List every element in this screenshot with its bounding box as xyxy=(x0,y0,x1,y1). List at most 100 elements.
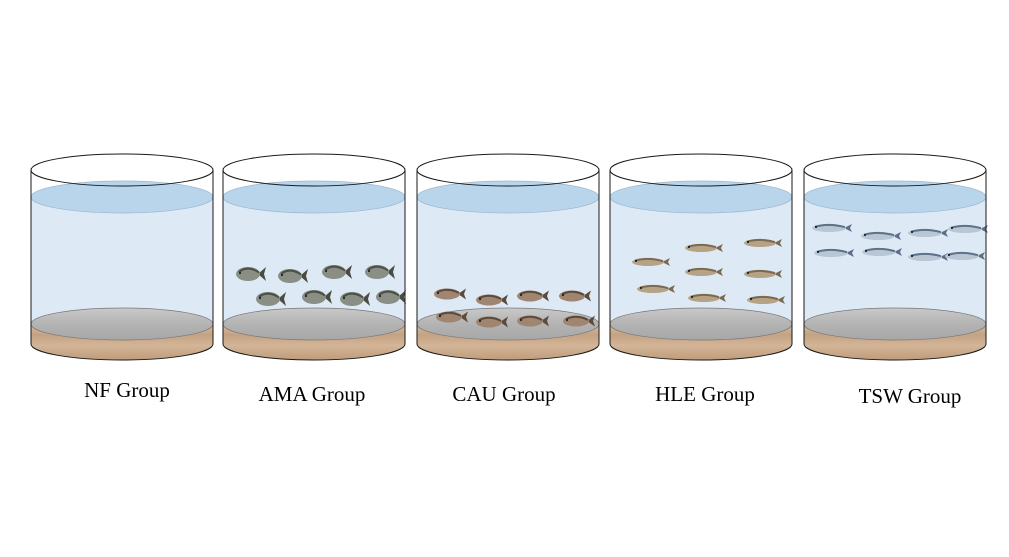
fish-eye xyxy=(687,269,691,273)
fish-eye xyxy=(304,294,308,298)
fish-tail xyxy=(278,292,286,306)
fish-tail xyxy=(387,265,395,279)
fish-icon xyxy=(685,267,723,276)
fish-back xyxy=(438,311,462,317)
fish-back xyxy=(639,284,669,290)
sediment-top xyxy=(609,307,793,341)
fish-icon xyxy=(322,265,352,279)
fish-tail xyxy=(541,290,549,302)
fish-eye xyxy=(478,297,482,301)
fish-back xyxy=(258,292,280,299)
fish-back xyxy=(565,315,589,321)
fish-tail xyxy=(344,265,352,279)
label-tsw-group: TSW Group xyxy=(858,384,962,408)
water-fill xyxy=(804,197,986,324)
fish-tail xyxy=(893,232,901,240)
fish-icon xyxy=(302,290,332,304)
fish-back xyxy=(687,243,717,249)
fish-tail xyxy=(940,229,948,237)
fish-tail xyxy=(715,244,723,252)
tank-nf xyxy=(30,153,214,361)
fish-icon xyxy=(476,316,508,328)
fish-eye xyxy=(746,240,750,244)
fish-back xyxy=(280,269,302,276)
fish-tail xyxy=(583,290,591,302)
tank-rim xyxy=(30,153,214,187)
fish-icon xyxy=(747,295,785,304)
fish-eye xyxy=(280,273,284,277)
fish-eye xyxy=(324,269,328,273)
fish-icon xyxy=(861,231,901,240)
fish-tail xyxy=(977,252,985,260)
fish-eye xyxy=(258,296,262,300)
fish-icon xyxy=(637,284,675,293)
fish-icon xyxy=(559,290,591,302)
fish-tail xyxy=(774,270,782,278)
fish-eye xyxy=(438,314,442,318)
fish-tail xyxy=(777,296,785,304)
water-fill xyxy=(223,197,405,324)
tank-rim xyxy=(222,153,406,187)
fish-icon xyxy=(688,293,726,302)
fish-back xyxy=(947,251,979,257)
fish-back xyxy=(378,290,400,297)
fish-back xyxy=(690,293,720,299)
fish-icon xyxy=(436,311,468,323)
fish-icon xyxy=(256,292,286,306)
fish-icon xyxy=(563,315,595,327)
tank-rim xyxy=(803,153,987,187)
fish-tail xyxy=(458,288,466,300)
fish-tail xyxy=(258,267,266,281)
fish-tail xyxy=(844,224,852,232)
fish-eye xyxy=(863,233,867,237)
fish-icon xyxy=(744,269,782,278)
fish-back xyxy=(863,231,895,237)
fish-back xyxy=(687,267,717,273)
fish-tail xyxy=(774,239,782,247)
fish-eye xyxy=(746,271,750,275)
fish-eye xyxy=(238,271,242,275)
fish-back xyxy=(342,292,364,299)
fish-eye xyxy=(690,295,694,299)
fish-tail xyxy=(715,268,723,276)
label-nf-group: NF Group xyxy=(84,378,170,402)
fish-eye xyxy=(561,293,565,297)
fish-back xyxy=(367,265,389,272)
fish-back xyxy=(814,223,846,229)
fish-icon xyxy=(476,294,508,306)
fish-tail xyxy=(541,315,549,327)
tank-hle xyxy=(609,153,793,361)
label-ama-group: AMA Group xyxy=(258,382,366,406)
fish-eye xyxy=(367,269,371,273)
fish-back xyxy=(478,316,502,322)
fish-tail xyxy=(324,290,332,304)
fish-back xyxy=(561,290,585,296)
fish-icon xyxy=(278,269,308,283)
fish-back xyxy=(910,228,942,234)
fish-back xyxy=(324,265,346,272)
water-fill xyxy=(31,197,213,324)
fish-eye xyxy=(910,254,914,258)
fish-eye xyxy=(478,319,482,323)
fish-eye xyxy=(749,297,753,301)
fish-tail xyxy=(398,290,406,304)
fish-eye xyxy=(816,250,820,254)
fish-icon xyxy=(340,292,370,306)
fish-icon xyxy=(744,238,782,247)
fish-tail xyxy=(718,294,726,302)
fish-tail xyxy=(662,258,670,266)
tank-outline xyxy=(222,170,406,361)
tank-outline xyxy=(416,170,600,361)
fish-eye xyxy=(639,286,643,290)
fish-back xyxy=(749,295,779,301)
fish-eye xyxy=(519,293,523,297)
fish-eye xyxy=(910,230,914,234)
fish-eye xyxy=(814,225,818,229)
fish-back xyxy=(950,224,982,230)
fish-tail xyxy=(500,294,508,306)
sediment-top xyxy=(803,307,987,341)
fish-tail xyxy=(362,292,370,306)
fish-icon xyxy=(376,290,406,304)
fish-eye xyxy=(378,294,382,298)
